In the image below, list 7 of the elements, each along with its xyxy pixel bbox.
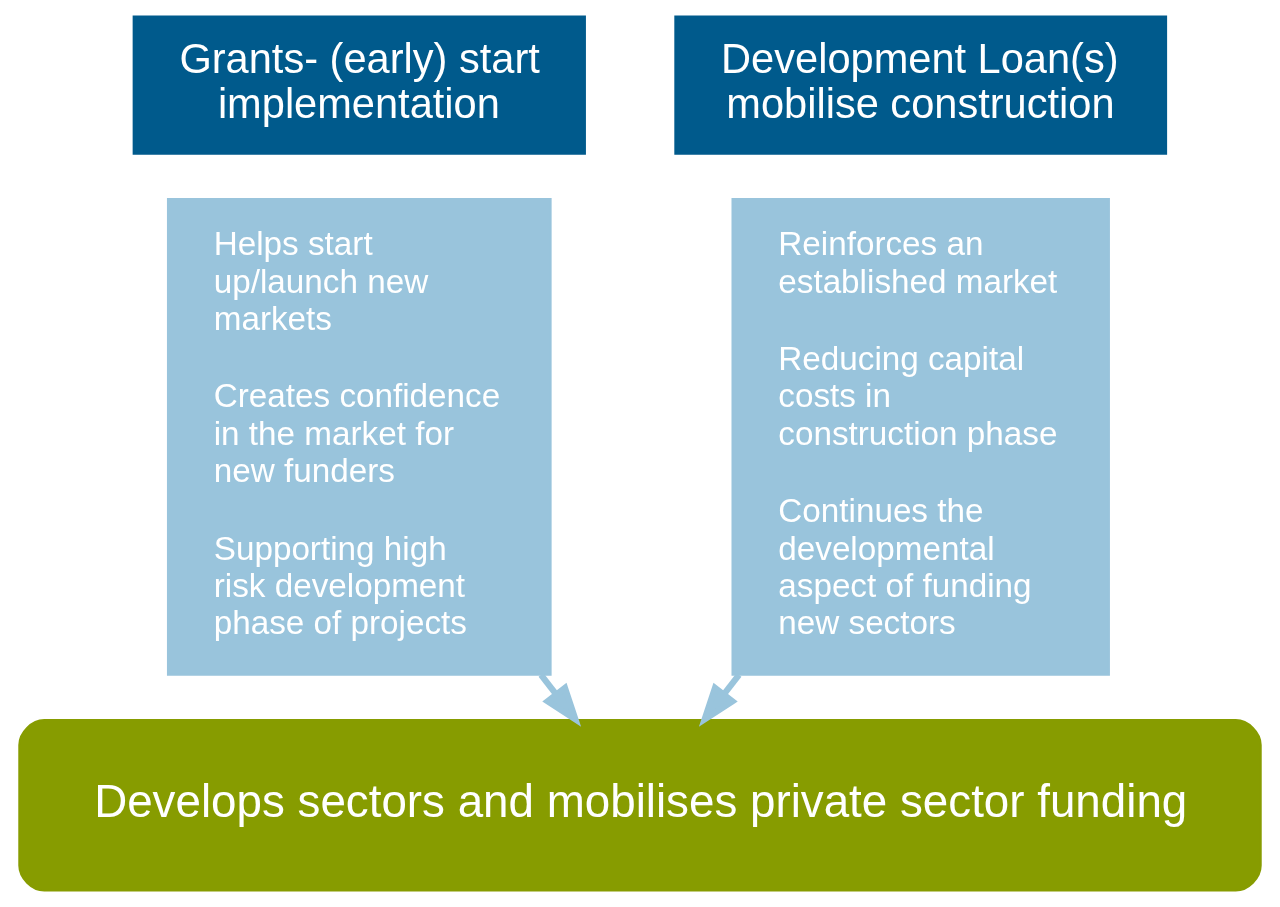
node-box: Develops sectors and mobilises private sector funding — [18, 719, 1262, 892]
node-box: Development Loan(s) mobilise construction — [674, 15, 1168, 155]
node-box: Reinforces an established market Reducing capital costs in construction phase Continues the developmental aspect of funding new sectors — [731, 197, 1110, 676]
node-box: Grants- (early) start implementation — [132, 15, 586, 155]
node-box: Helps start up/launch new markets Creates confidence in the market for new funders Supporting high risk development phase of projects — [166, 197, 552, 676]
arrow — [698, 672, 742, 727]
arrow — [538, 672, 582, 727]
